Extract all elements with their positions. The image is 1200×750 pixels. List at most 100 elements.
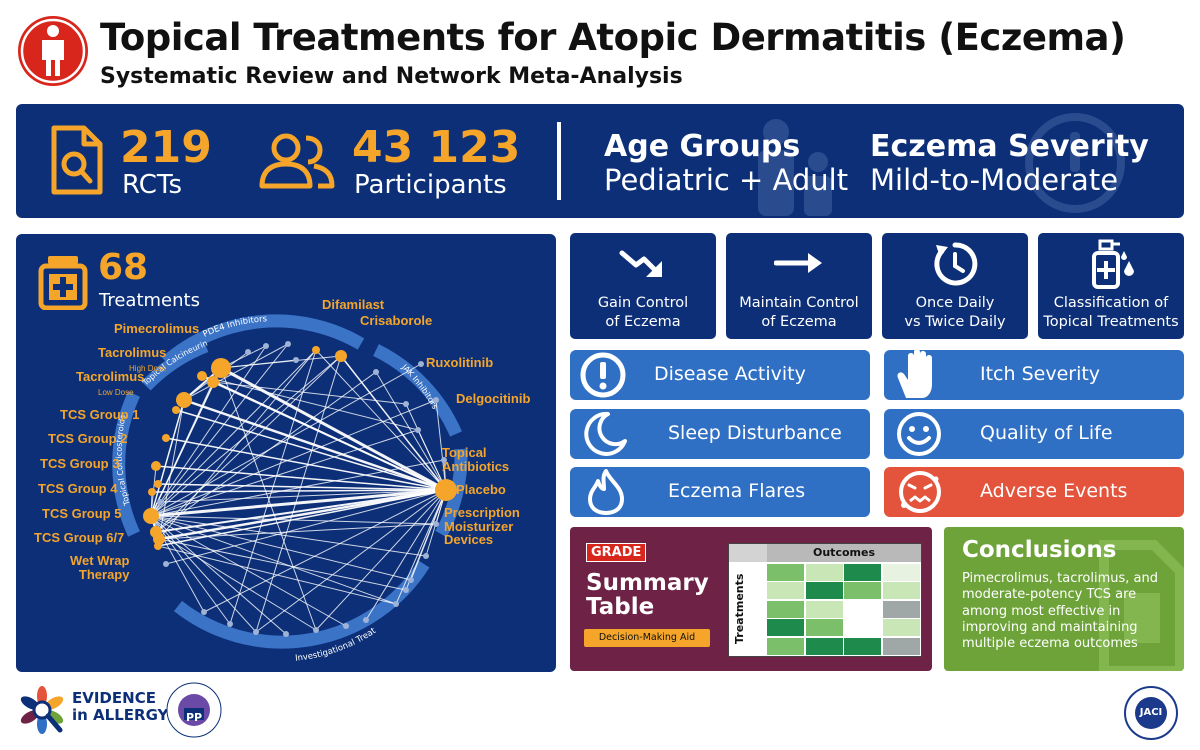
- network-node: [154, 480, 162, 488]
- network-edge: [150, 515, 412, 581]
- network-edge: [155, 371, 377, 533]
- outcome-sleep-disturbance: Sleep Disturbance: [570, 409, 870, 459]
- network-edge: [150, 515, 397, 605]
- network-edge: [220, 359, 297, 369]
- network-edge: [150, 381, 214, 517]
- network-node: [441, 457, 447, 463]
- network-edge: [159, 489, 447, 503]
- network-edge: [405, 489, 447, 591]
- network-node: [418, 361, 424, 367]
- outcomes-header: Outcomes: [767, 544, 921, 562]
- treatment-crisaborole: Crisaborole: [360, 313, 433, 328]
- treatment-placebo: Placebo: [456, 482, 506, 497]
- grade-cell: [805, 582, 843, 600]
- arc-calcineurin: [141, 339, 209, 391]
- network-edge: [340, 355, 447, 491]
- network-edge: [150, 459, 445, 517]
- person-watermark-icon: [758, 119, 832, 216]
- treatment-tcs5: TCS Group 5: [42, 506, 122, 521]
- outcome-quality-of-life: Quality of Life: [884, 409, 1184, 459]
- network-edge: [255, 355, 342, 633]
- trend-down-icon: [619, 250, 662, 277]
- itch-severity-label: Itch Severity: [980, 363, 1101, 385]
- outcome-disease-activity: Disease Activity: [570, 350, 870, 400]
- grade-cell: [844, 637, 881, 655]
- network-edge: [150, 343, 289, 517]
- network-node: [227, 621, 233, 627]
- grade-cell: [805, 564, 843, 581]
- network-node: [403, 587, 409, 593]
- network-node: [172, 406, 180, 414]
- conclusions-panel: Conclusions Pimecrolimus, tacrolimus, an…: [944, 527, 1184, 671]
- sleep-disturbance-label: Sleep Disturbance: [668, 422, 842, 444]
- network-node: [423, 553, 429, 559]
- exclamation-icon: [580, 352, 626, 398]
- network-edge: [165, 437, 447, 491]
- network-node: [253, 629, 259, 635]
- evidence-allergy-logo-icon: [20, 686, 64, 734]
- hand-icon: [897, 349, 932, 398]
- network-edge: [150, 363, 422, 517]
- grade-cell: [844, 619, 881, 637]
- treatment-tcs1: TCS Group 1: [60, 407, 140, 422]
- network-edge: [255, 489, 447, 633]
- grade-cell: [805, 619, 843, 637]
- treatment-wet-wrap: Wet Wrap Therapy: [70, 554, 129, 581]
- network-edge: [150, 515, 347, 627]
- eczema-flares-label: Eczema Flares: [668, 480, 806, 502]
- flame-icon: [588, 469, 624, 515]
- network-graph: PDE4 Inhibitors Topical Calcineurin Inhi…: [16, 234, 468, 664]
- network-node: [201, 609, 207, 615]
- network-edge: [149, 488, 448, 518]
- network-panel: 68 Treatments PDE4 Inhibitors Topical Ca…: [16, 234, 556, 672]
- treatment-tcs67: TCS Group 6/7: [34, 530, 125, 545]
- network-node: [197, 371, 207, 381]
- prescription-line1: Prescription: [444, 505, 520, 520]
- age-groups-value: Pediatric + Adult: [604, 163, 849, 197]
- sick-face-icon: [899, 471, 941, 513]
- participants-value: 43 123: [352, 122, 521, 173]
- arc-corticosteroids: [112, 391, 140, 537]
- network-edge: [155, 531, 317, 631]
- tacrolimus-high-name: Tacrolimus: [98, 345, 167, 360]
- participants-label: Participants: [354, 170, 507, 200]
- network-edge: [229, 349, 317, 625]
- header-corner: [729, 544, 767, 562]
- page-subtitle: Systematic Review and Network Meta-Analy…: [100, 64, 683, 89]
- network-edge: [183, 343, 289, 401]
- network-node: [163, 561, 169, 567]
- network-node: [433, 521, 439, 527]
- grade-cell: [767, 564, 804, 581]
- wet-wrap-line1: Wet Wrap: [70, 553, 130, 568]
- treatment-tcs4: TCS Group 4: [38, 481, 118, 496]
- treatment-pimecrolimus: Pimecrolimus: [114, 321, 200, 336]
- grade-badge: GRADE: [586, 543, 647, 562]
- network-edge: [175, 409, 447, 491]
- network-node: [433, 397, 439, 403]
- network-node: [285, 341, 291, 347]
- network-edge: [212, 381, 407, 405]
- network-node: [143, 508, 159, 524]
- treatments-count: 68: [98, 247, 149, 288]
- grade-cell: [805, 600, 843, 618]
- network-node: [403, 401, 409, 407]
- network-node: [176, 392, 192, 408]
- network-node: [207, 376, 219, 388]
- grade-cell: [882, 637, 920, 655]
- divider: [557, 122, 561, 200]
- network-edge: [203, 489, 447, 613]
- severity-value: Mild-to-Moderate: [870, 163, 1119, 197]
- adverse-events-label: Adverse Events: [980, 480, 1128, 502]
- grade-cell: [844, 600, 881, 618]
- treatment-difamilast: Difamilast: [322, 297, 385, 312]
- spray-bottle-icon: [1092, 239, 1134, 289]
- outcome-itch-severity: Itch Severity: [884, 349, 1184, 400]
- network-edge: [182, 398, 448, 492]
- document-search-icon: [51, 125, 103, 195]
- network-edge: [220, 367, 317, 631]
- network-node: [435, 479, 457, 501]
- grade-cell: [805, 637, 843, 655]
